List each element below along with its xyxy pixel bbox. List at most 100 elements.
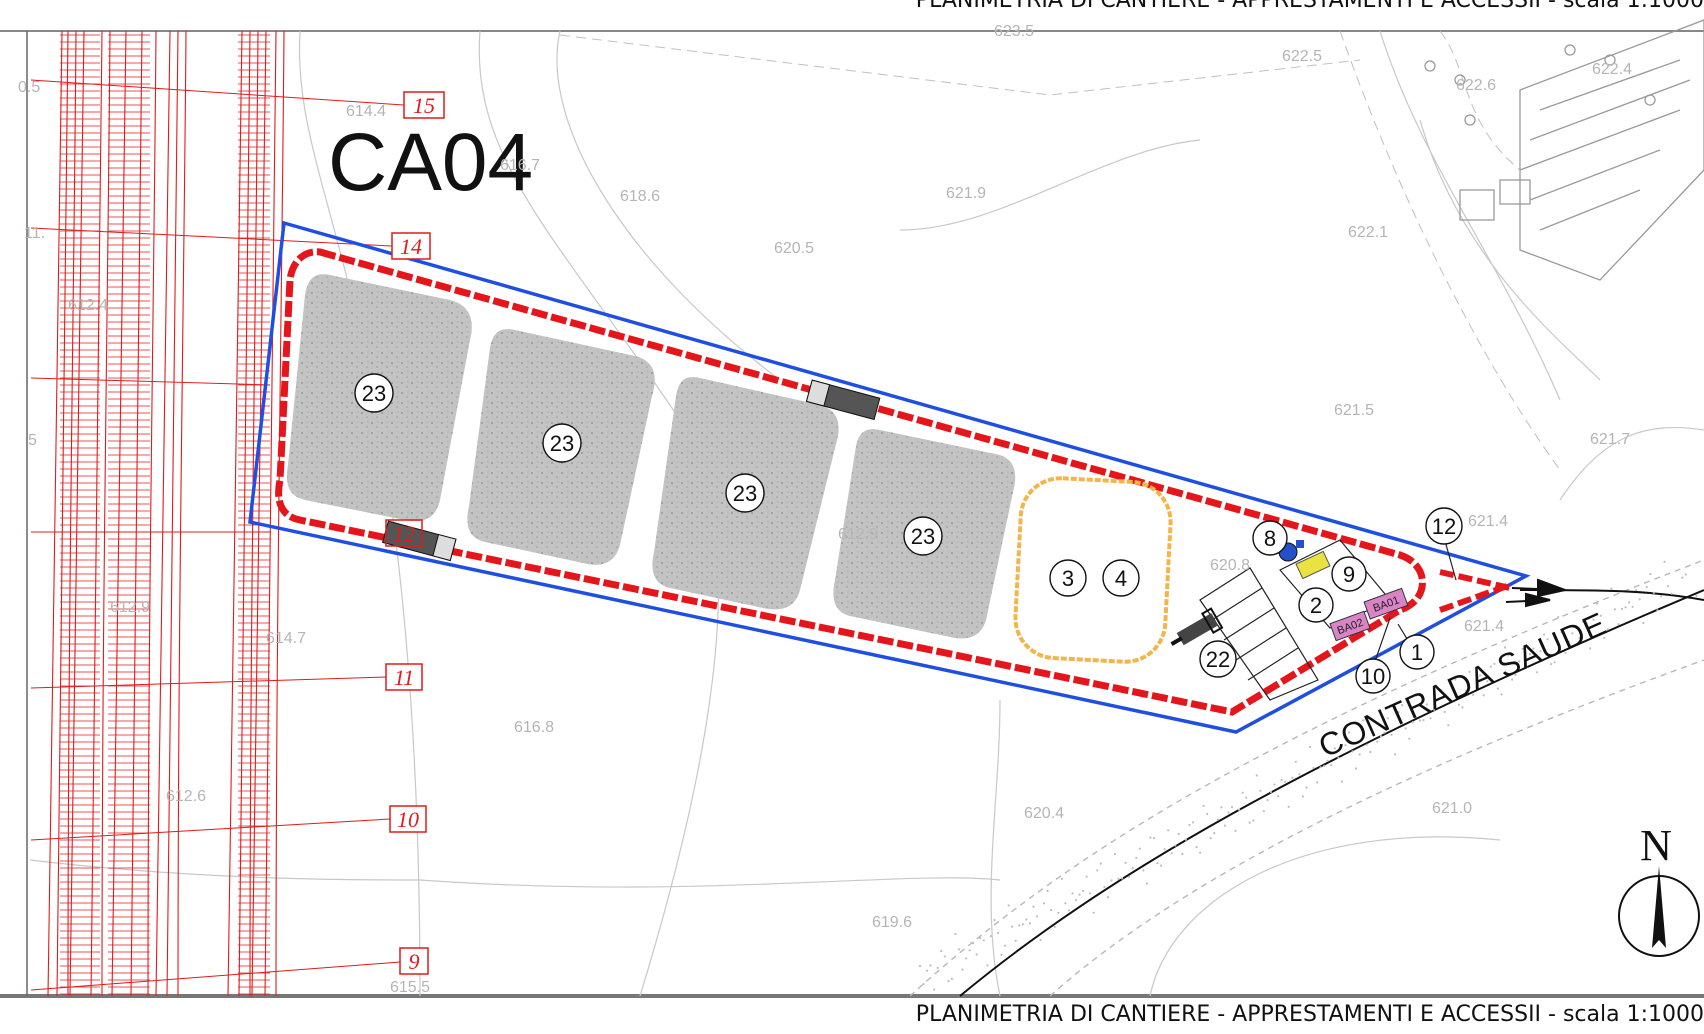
verge-dot — [1489, 665, 1492, 668]
verge-dot — [1028, 922, 1031, 925]
rail-line — [177, 30, 187, 997]
verge-dot — [1567, 640, 1570, 643]
elev-16: 612.9 — [110, 599, 150, 616]
verge-dot — [1457, 703, 1460, 706]
elev-27: 612.9 — [838, 526, 878, 543]
marker-3-label: 3 — [1062, 566, 1074, 591]
drawing-title-bottom: PLANIMETRIA DI CANTIERE - APPRESTAMENTI … — [915, 1002, 1704, 1027]
verge-dot — [1461, 706, 1464, 709]
verge-dot — [1273, 783, 1276, 786]
verge-dot — [1014, 939, 1017, 942]
section-line — [30, 79, 405, 106]
verge-dot — [1681, 576, 1684, 579]
verge-dot — [1156, 862, 1159, 865]
verge-dot — [1181, 852, 1184, 856]
verge-dot — [996, 931, 1000, 935]
elev-2: 622.6 — [1456, 77, 1496, 94]
marker-4: 4 — [1102, 559, 1140, 597]
verge-dot — [1227, 811, 1230, 814]
road-verge-texture — [918, 560, 1698, 991]
marker-23-b-label: 23 — [550, 431, 574, 456]
verge-dot — [1518, 660, 1521, 663]
verge-dot — [1394, 753, 1397, 756]
north-arrow-icon: N — [1618, 821, 1700, 957]
marker-23-a-label: 23 — [362, 381, 386, 406]
rail-line — [238, 30, 251, 997]
verge-dot — [993, 919, 996, 922]
verge-dot — [1262, 810, 1265, 813]
verge-dot — [1184, 838, 1187, 841]
verge-dot — [975, 953, 978, 956]
verge-dot — [1479, 674, 1482, 677]
verge-dot — [982, 939, 985, 942]
verge-dot — [1277, 795, 1280, 798]
verge-dot — [1021, 923, 1024, 926]
verge-dot — [943, 955, 946, 958]
drawing-title-top: PLANIMETRIA DI CANTIERE - APPRESTAMENTI … — [915, 0, 1704, 13]
elev-20: 620.4 — [1024, 805, 1064, 822]
marker-12: 12 — [1425, 507, 1463, 545]
verge-dot — [1174, 844, 1177, 847]
verge-dot — [1507, 654, 1510, 657]
marker-2-label: 2 — [1310, 593, 1322, 618]
verge-dot — [1167, 829, 1170, 832]
section-tag-9: 9 — [399, 947, 429, 975]
marker-12-label: 12 — [1432, 514, 1456, 539]
verge-dot — [1425, 703, 1429, 706]
verge-dot — [1195, 846, 1198, 849]
marker-1-label: 1 — [1411, 640, 1423, 665]
verge-dot — [1241, 791, 1244, 794]
verge-dot — [1050, 908, 1053, 912]
verge-dot — [1464, 689, 1468, 693]
truck-icon-lower — [382, 520, 457, 562]
verge-dot — [1067, 909, 1070, 912]
verge-dot — [1589, 647, 1592, 650]
section-tag-9-label: 9 — [409, 949, 420, 974]
verge-dot — [1656, 609, 1659, 612]
truck-icon-upper — [805, 379, 881, 421]
verge-dot — [1557, 616, 1560, 619]
verge-dot — [1344, 744, 1347, 747]
verge-dot — [1514, 673, 1517, 676]
access-fence — [1438, 569, 1512, 613]
verge-dot — [1401, 704, 1404, 707]
markers: 23 23 23 23 3 4 8 9 2 22 10 1 12 — [354, 373, 1463, 694]
verge-dot — [1503, 646, 1507, 649]
verge-dot — [1397, 711, 1400, 714]
verge-dot — [961, 968, 964, 971]
rail-line — [147, 30, 157, 997]
verge-dot — [1057, 911, 1060, 914]
section-tags: 15 14 12 11 10 9 — [385, 91, 445, 975]
verge-dot — [1383, 731, 1386, 734]
verge-dot — [972, 942, 975, 945]
verge-dot — [1603, 636, 1606, 640]
buildings — [1424, 19, 1704, 281]
verge-dot — [1113, 852, 1117, 856]
rail-line — [264, 30, 277, 997]
verge-dot — [1486, 680, 1489, 683]
verge-dot — [1074, 899, 1078, 902]
verge-dot — [1355, 767, 1358, 770]
marker-23-d-label: 23 — [911, 524, 935, 549]
site-code: CA04 — [328, 117, 533, 208]
rail-line — [249, 30, 259, 997]
verge-dot — [1135, 856, 1138, 860]
verge-dot — [1468, 670, 1471, 673]
marker-23-a: 23 — [354, 373, 394, 413]
verge-dot — [1546, 638, 1549, 641]
rail-line — [166, 30, 179, 997]
verge-dot — [1645, 585, 1648, 589]
verge-dot — [1415, 694, 1418, 697]
marker-10: 10 — [1355, 658, 1391, 694]
verge-dot — [950, 977, 954, 980]
verge-dot — [1326, 759, 1329, 763]
verge-dot — [1160, 864, 1163, 867]
verge-dot — [1004, 944, 1007, 947]
verge-dot — [1340, 780, 1343, 783]
rail-line — [90, 30, 103, 997]
verge-dot — [1291, 776, 1294, 780]
elev-17: 612.4 — [68, 297, 108, 314]
verge-dot — [926, 969, 929, 972]
verge-dot — [1376, 740, 1379, 743]
verge-dot — [1121, 877, 1124, 880]
